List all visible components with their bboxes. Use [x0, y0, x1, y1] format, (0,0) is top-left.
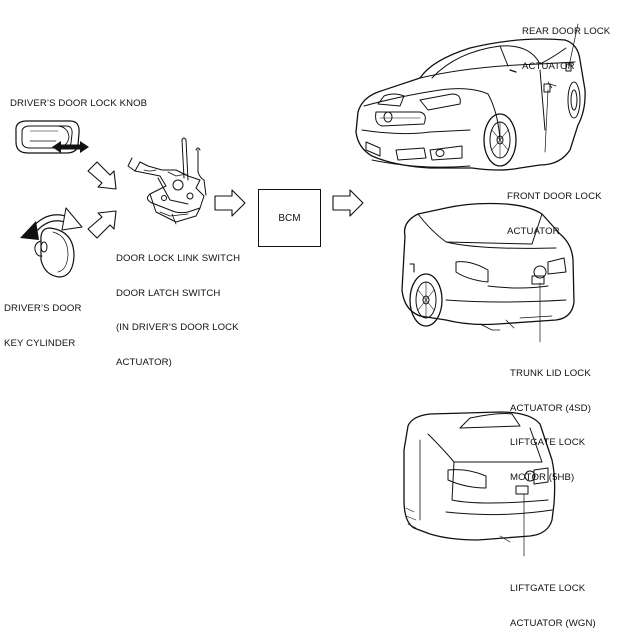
- rear-door-line-2: ACTUATOR: [522, 60, 575, 72]
- arrow-key-to-latch: [87, 210, 117, 239]
- trunk-lid-lock-actuator-label: TRUNK LID LOCK ACTUATOR (4SD) LIFTGATE L…: [510, 345, 591, 495]
- diagram-canvas: [15, 23, 586, 557]
- key-cylinder-line-2: KEY CYLINDER: [4, 337, 76, 349]
- leader-lines-front-car: [544, 23, 579, 153]
- bcm-box: BCM: [258, 189, 321, 247]
- drivers-door-key-cylinder-label: DRIVER’S DOOR KEY CYLINDER: [4, 280, 82, 361]
- key-rotation-arrow: [20, 207, 83, 240]
- front-door-line-2: ACTUATOR: [507, 225, 560, 237]
- front-door-line-1: FRONT DOOR LOCK: [507, 191, 602, 202]
- link-switch-line-3: (IN DRIVER’S DOOR LOCK: [116, 322, 239, 333]
- arrow-bcm-to-actuators: [332, 189, 364, 217]
- trunk-line-2: ACTUATOR (4SD): [510, 402, 591, 414]
- sedan-rear-illustration: [401, 202, 575, 331]
- key-cylinder-illustration: [34, 227, 75, 278]
- wagon-rear-illustration: [403, 411, 556, 543]
- key-cylinder-line-1: DRIVER’S DOOR: [4, 303, 82, 314]
- arrow-latch-to-bcm: [214, 189, 246, 217]
- trunk-line-1: TRUNK LID LOCK: [510, 368, 591, 379]
- drivers-door-lock-knob-label: DRIVER’S DOOR LOCK KNOB: [10, 98, 148, 109]
- trunk-line-4: MOTOR (5HB): [510, 471, 575, 483]
- front-door-lock-actuator-label: FRONT DOOR LOCK ACTUATOR: [507, 168, 602, 249]
- sedan-front-illustration: [355, 38, 586, 171]
- door-latch-illustration: [127, 137, 207, 225]
- door-lock-link-switch-label: DOOR LOCK LINK SWITCH DOOR LATCH SWITCH …: [116, 230, 240, 380]
- liftgate-lock-actuator-label: LIFTGATE LOCK ACTUATOR (WGN): [510, 560, 596, 641]
- link-switch-line-1: DOOR LOCK LINK SWITCH: [116, 253, 241, 264]
- rear-door-line-1: REAR DOOR LOCK: [522, 26, 611, 37]
- liftgate-line-2: ACTUATOR (WGN): [510, 617, 596, 629]
- arrow-knob-to-latch: [87, 161, 117, 190]
- trunk-line-3: LIFTGATE LOCK: [510, 437, 586, 448]
- link-switch-line-2: DOOR LATCH SWITCH: [116, 287, 221, 299]
- link-switch-line-4: ACTUATOR): [116, 356, 172, 368]
- bcm-label: BCM: [278, 212, 301, 224]
- rear-door-lock-actuator-label: REAR DOOR LOCK ACTUATOR: [522, 3, 610, 84]
- liftgate-line-1: LIFTGATE LOCK: [510, 583, 586, 594]
- knob-double-arrow: [52, 141, 89, 153]
